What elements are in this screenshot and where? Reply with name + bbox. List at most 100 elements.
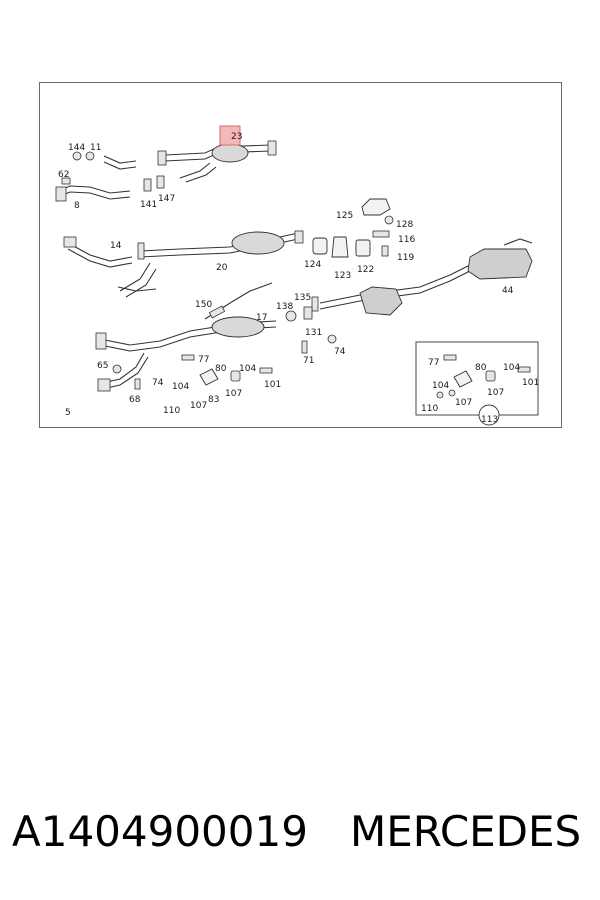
callout-11: 11 (90, 143, 101, 153)
part-11-nut (85, 151, 95, 161)
callout-label: 107 (487, 388, 504, 398)
brand-name: MERCEDES (349, 807, 582, 856)
part-124-rubber-mount (312, 237, 328, 255)
callout-107b: 107 (190, 401, 207, 411)
callout-104b: 104 (172, 382, 189, 392)
part-135-gasket (311, 296, 319, 312)
callout-71: 71 (303, 356, 314, 366)
callout-label: 110 (421, 404, 438, 414)
callout-122: 122 (357, 265, 374, 275)
callout-101: 101 (264, 380, 281, 390)
callout-62: 62 (58, 170, 69, 180)
part-144-clamp (72, 151, 82, 161)
part-68-bolt (134, 378, 141, 390)
callout-125: 125 (336, 211, 353, 221)
callout-label: 124 (304, 260, 321, 270)
callout-77: 77 (198, 355, 209, 365)
callout-label: 141 (140, 200, 157, 210)
callout-80: 80 (215, 364, 227, 374)
callout-23[interactable]: 23 (219, 125, 242, 146)
part-77-bracket (181, 354, 195, 361)
callout-label: 144 (68, 143, 85, 153)
callout-110: 110 (163, 406, 180, 416)
callout-label: 101 (264, 380, 281, 390)
callout-label: 23 (231, 132, 242, 142)
part-138-clamp (285, 310, 297, 322)
part-14-pipe (63, 236, 133, 268)
callout-label: 110 (163, 406, 180, 416)
callout-i110: 110 (421, 404, 438, 414)
callout-124: 124 (304, 260, 321, 270)
callout-i101: 101 (522, 378, 539, 388)
part-62-bolt (61, 177, 71, 185)
callout-116: 116 (398, 235, 415, 245)
callout-5: 5 (65, 408, 71, 418)
part-11-pipe (103, 155, 137, 170)
callout-label: 125 (336, 211, 353, 221)
callout-150: 150 (195, 300, 212, 310)
callout-123: 123 (334, 271, 351, 281)
callout-label: 104 (503, 363, 520, 373)
callout-138: 138 (276, 302, 293, 312)
callout-44: 44 (502, 286, 514, 296)
callout-label: 62 (58, 170, 69, 180)
callout-label: 122 (357, 265, 374, 275)
part-147-gasket (156, 175, 165, 189)
callout-131: 131 (305, 328, 322, 338)
callout-label: 119 (397, 253, 414, 263)
part-23-front-pipe-catalyst[interactable] (157, 140, 277, 183)
callout-label: 71 (303, 356, 314, 366)
callout-label: 123 (334, 271, 351, 281)
part-number: A1404900019 (12, 807, 308, 856)
callout-label: 107 (225, 389, 242, 399)
callout-label: 104 (172, 382, 189, 392)
callout-label: 107 (190, 401, 207, 411)
part-107-rubber (230, 370, 241, 382)
callout-104: 104 (239, 364, 256, 374)
part-131-clamp (303, 306, 313, 320)
part-128-nut (384, 215, 394, 225)
callout-label: 8 (74, 201, 80, 211)
callout-65: 65 (97, 361, 108, 371)
part-123-hanger (331, 236, 349, 258)
callout-label: 107 (455, 398, 472, 408)
part-74-nut (327, 334, 337, 344)
part-65-washer (112, 364, 122, 374)
callout-107: 107 (225, 389, 242, 399)
callout-label: 131 (305, 328, 322, 338)
callout-label: 20 (216, 263, 228, 273)
callout-i77: 77 (428, 358, 439, 368)
callout-label: 68 (129, 395, 141, 405)
callout-label: 74 (334, 347, 346, 357)
part-caption: A1404900019 MERCEDES (12, 800, 592, 864)
callout-label: 65 (97, 361, 108, 371)
callout-i104b: 104 (432, 381, 449, 391)
part-141-gasket (143, 178, 152, 192)
callout-label: 77 (428, 358, 439, 368)
callout-label: 80 (215, 364, 227, 374)
part-125-bracket (361, 198, 391, 216)
callout-label: 11 (90, 143, 101, 153)
inset-box-113 (415, 341, 539, 426)
callout-i107b: 107 (455, 398, 472, 408)
callout-74a: 74 (334, 347, 346, 357)
callout-label: 44 (502, 286, 514, 296)
callout-8: 8 (74, 201, 80, 211)
callout-83: 83 (208, 395, 219, 405)
part-119-bolt (381, 245, 389, 257)
callout-68: 68 (129, 395, 141, 405)
callout-128: 128 (396, 220, 413, 230)
callout-119: 119 (397, 253, 414, 263)
callout-label: 74 (152, 378, 164, 388)
part-71-bolt (301, 340, 308, 354)
callout-label: 5 (65, 408, 71, 418)
callout-label: 104 (239, 364, 256, 374)
callout-144: 144 (68, 143, 85, 153)
callout-label: 104 (432, 381, 449, 391)
part-80-hanger (199, 368, 219, 386)
callout-label: 77 (198, 355, 209, 365)
callout-147: 147 (158, 194, 175, 204)
part-44-muffler-pipe (319, 238, 533, 316)
